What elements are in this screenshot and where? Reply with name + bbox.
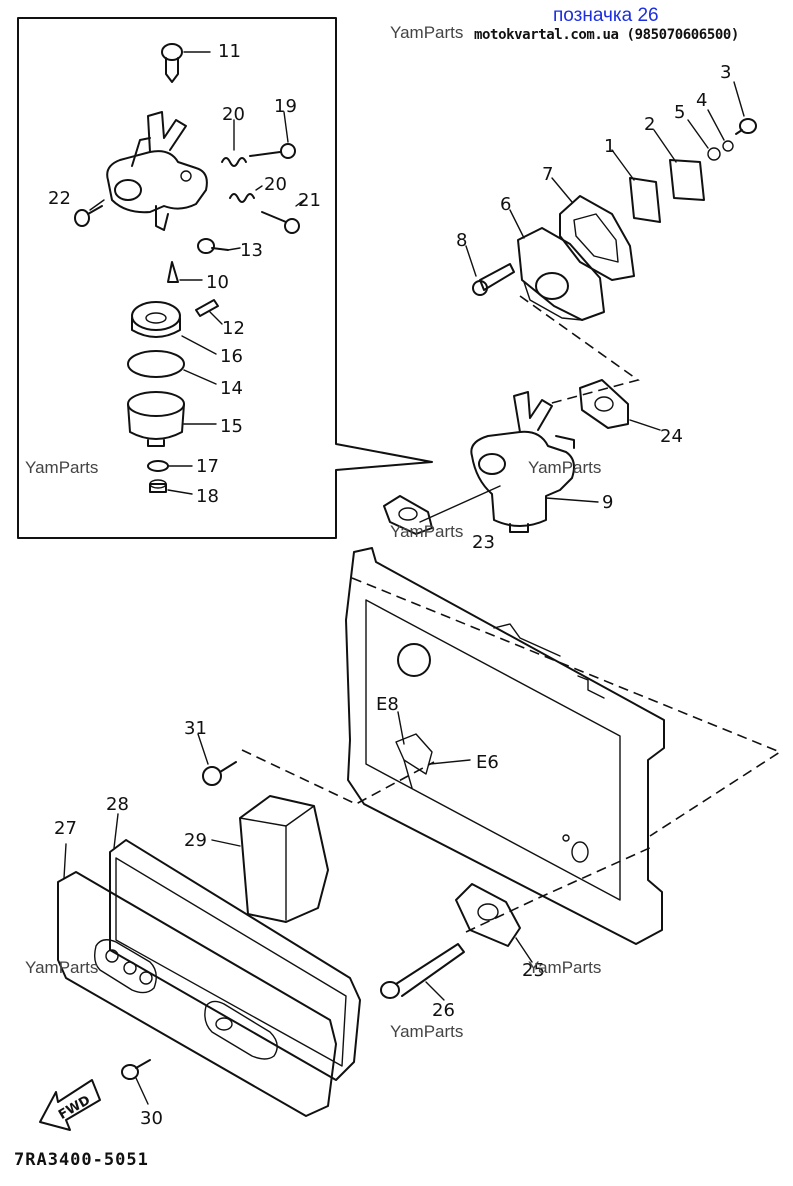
part-10-needle <box>167 261 203 283</box>
catalog-code: 7RA3400-5051 <box>14 1150 149 1170</box>
watermark: YamParts <box>25 958 99 977</box>
header-contact: motokvartal.com.ua (985070606500) <box>474 27 739 43</box>
callout-e8: E8 <box>376 694 399 715</box>
callout-10: 10 <box>206 272 229 293</box>
callout-13: 13 <box>240 240 263 261</box>
header-title: позначка 26 <box>553 5 659 26</box>
part-16-float <box>131 301 217 355</box>
part-8-bolt <box>465 245 515 296</box>
callout-6: 6 <box>500 194 511 215</box>
callout-11: 11 <box>218 41 241 62</box>
callout-2: 2 <box>644 114 655 135</box>
part-30-screw <box>121 1059 151 1105</box>
part-4-washer <box>707 109 734 152</box>
callout-12: 12 <box>222 318 245 339</box>
part-15-float-bowl <box>127 391 217 447</box>
part-27-cover <box>57 843 337 1117</box>
callout-16: 16 <box>220 346 243 367</box>
watermark: YamParts <box>528 458 602 477</box>
part-28-gasket <box>109 813 361 1081</box>
part-23-gasket <box>383 485 501 535</box>
part-21-screw <box>261 199 305 234</box>
detail-inset-frame <box>17 17 433 539</box>
part-17-washer <box>147 460 193 472</box>
callout-28: 28 <box>106 794 129 815</box>
fwd-arrow-icon: FWD <box>39 1079 101 1131</box>
frame-bracket <box>345 547 665 945</box>
part-19-screw <box>249 111 296 159</box>
callout-5: 5 <box>674 102 685 123</box>
part-25-plate <box>455 883 533 963</box>
callout-17: 17 <box>196 456 219 477</box>
part-20-spring-lower <box>229 185 263 203</box>
part-3-screw <box>733 81 757 135</box>
callout-30: 30 <box>140 1108 163 1129</box>
carburetor-detail <box>89 111 208 231</box>
part-14-gasket <box>127 350 217 385</box>
callout-4: 4 <box>696 90 707 111</box>
callout-19: 19 <box>274 96 297 117</box>
part-24-gasket <box>579 379 661 431</box>
part-1-reed <box>611 149 661 223</box>
part-2-stopper <box>653 129 705 201</box>
callout-22: 22 <box>48 188 71 209</box>
callout-26: 26 <box>432 1000 455 1021</box>
part-31-screw <box>197 733 237 786</box>
callout-27: 27 <box>54 818 77 839</box>
part-29-pad <box>211 795 329 923</box>
callout-e6: E6 <box>476 752 499 773</box>
part-13-screw <box>197 238 241 254</box>
callout-20-upper: 20 <box>222 104 245 125</box>
callout-21: 21 <box>298 190 321 211</box>
part-9-carburetor <box>470 391 599 533</box>
part-18-drain-screw <box>149 479 193 495</box>
callout-7: 7 <box>542 164 553 185</box>
callout-31: 31 <box>184 718 207 739</box>
watermark: YamParts <box>390 1022 464 1041</box>
callout-1: 1 <box>604 136 615 157</box>
callout-25: 25 <box>522 960 545 981</box>
part-6-manifold <box>509 209 605 321</box>
part-12-pin <box>195 299 223 325</box>
callout-3: 3 <box>720 62 731 83</box>
callout-29: 29 <box>184 830 207 851</box>
callout-9: 9 <box>602 492 613 513</box>
fwd-label: FWD <box>56 1093 93 1123</box>
callout-20-lower: 20 <box>264 174 287 195</box>
part-20-spring-upper <box>221 119 247 167</box>
watermark: YamParts <box>528 958 602 977</box>
callout-14: 14 <box>220 378 243 399</box>
part-26-bolt <box>380 943 465 1001</box>
part-22-screw <box>74 205 103 227</box>
part-7-gasket <box>551 177 635 281</box>
callout-24: 24 <box>660 426 683 447</box>
part-11-screw <box>161 43 211 83</box>
watermark: YamParts <box>390 522 464 541</box>
callout-23: 23 <box>472 532 495 553</box>
callout-15: 15 <box>220 416 243 437</box>
part-5-washer <box>687 119 721 161</box>
watermark: YamParts <box>390 23 464 42</box>
callout-8: 8 <box>456 230 467 251</box>
callout-18: 18 <box>196 486 219 507</box>
watermark: YamParts <box>25 458 99 477</box>
